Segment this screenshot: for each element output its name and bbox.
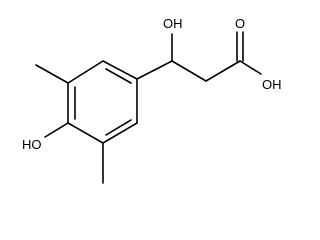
structure-canvas: OH O OH HO xyxy=(22,16,282,184)
carboxyl-oxygen-label: O xyxy=(235,16,245,31)
molecule-diagram: OH O OH HO xyxy=(22,16,282,184)
hydroxyl-label: OH xyxy=(163,16,183,31)
chain-bond xyxy=(171,60,207,82)
ring-double-bond xyxy=(105,119,132,136)
carboxyl-oh-bond xyxy=(239,60,262,75)
ring-bond xyxy=(102,122,138,144)
benzene-ring xyxy=(67,60,138,144)
methyl-bond-top xyxy=(35,64,69,84)
ring-bond xyxy=(102,60,138,80)
phenol-hydroxyl-label: HO xyxy=(22,137,42,152)
chain-bond xyxy=(205,60,241,82)
phenol-bond xyxy=(44,122,69,138)
ring-bond xyxy=(67,122,104,144)
chain-bond xyxy=(136,60,173,80)
ring-bond xyxy=(67,60,104,84)
carboxyl-hydroxyl-label: OH xyxy=(262,77,282,92)
ring-double-bond xyxy=(105,68,132,84)
